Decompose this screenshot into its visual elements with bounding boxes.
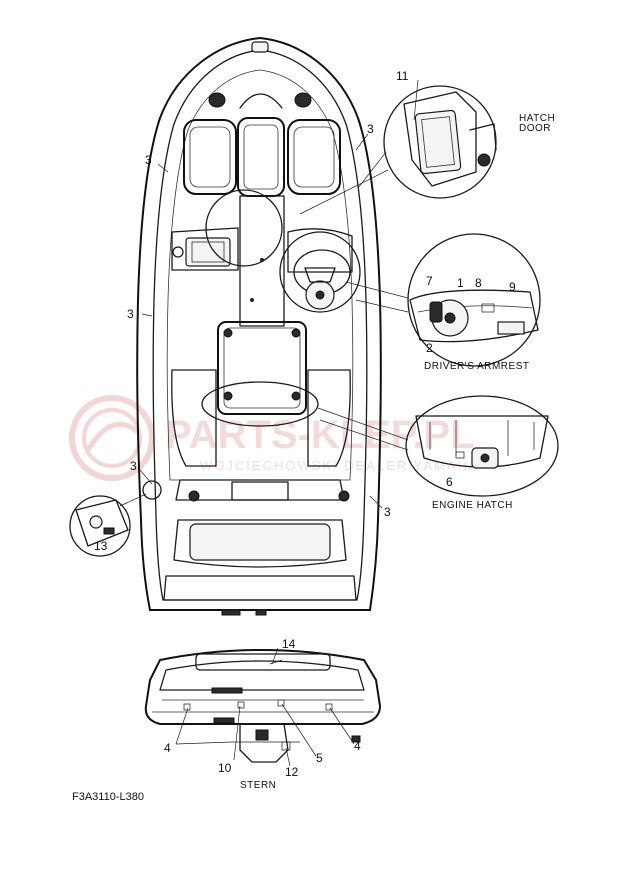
detail-circle-helm (279, 231, 361, 313)
callout-numbers: 3 3 3 3 3 11 7 1 8 9 2 6 13 14 4 4 10 5 … (94, 69, 516, 779)
bow-seat-center (237, 117, 285, 197)
callout-3: 3 (384, 505, 391, 519)
callout-6: 6 (446, 475, 453, 489)
callout-2: 2 (426, 341, 433, 355)
callout-13: 13 (94, 539, 108, 553)
gunwale-inner (152, 49, 368, 601)
bow-cleat (251, 41, 269, 53)
callout-10: 10 (218, 761, 232, 775)
bow-rail (239, 93, 283, 109)
stern-view (144, 649, 382, 767)
callout-7: 7 (426, 274, 433, 288)
boat-top-view (136, 36, 382, 616)
stern-outline (144, 649, 382, 725)
callout-3: 3 (127, 307, 134, 321)
engine-hatch-detail-ellipse (201, 381, 319, 427)
center-walkway (239, 195, 285, 327)
engine-hatch-cover (217, 321, 307, 415)
callout-leaders (139, 133, 383, 665)
inset-detail-13 (69, 493, 147, 557)
callout-9: 9 (509, 280, 516, 294)
helm-console (287, 228, 353, 273)
callout-3: 3 (367, 122, 374, 136)
bow-light-right (294, 92, 312, 108)
callout-5: 5 (316, 751, 323, 765)
callout-4: 4 (164, 741, 171, 755)
bow-light-left (208, 92, 226, 108)
stern-badge (211, 687, 243, 694)
captions: HATCH DOOR DRIVER'S ARMREST ENGINE HATCH… (72, 113, 555, 803)
stern-drive (239, 723, 289, 763)
callout-3: 3 (130, 459, 137, 473)
callout-3: 3 (145, 153, 152, 167)
swim-platform (163, 575, 357, 601)
caption-hatch-door: HATCH (519, 113, 555, 124)
callout-11: 11 (396, 69, 409, 83)
left-glovebox (185, 237, 231, 267)
caption-stern: STERN (240, 780, 276, 791)
inset-hatch-door (299, 79, 497, 215)
stern-top-recess (195, 653, 331, 671)
caption-hatch-door-2: DOOR (519, 123, 551, 134)
rear-seat-right (307, 369, 351, 467)
detail-circle-13-marker (142, 480, 162, 500)
watermark-logo (69, 395, 155, 481)
callout-4: 4 (354, 739, 361, 753)
bow-seat-right (287, 119, 341, 195)
caption-engine-hatch: ENGINE HATCH (432, 500, 513, 511)
sun-pad-panel (189, 523, 331, 561)
hatch-door-panel (414, 109, 462, 175)
inset-engine-hatch (317, 395, 559, 497)
callout-1: 1 (457, 276, 464, 290)
detail-circle-dash (205, 189, 283, 267)
callout-14: 14 (282, 637, 296, 651)
caption-drivers-armrest: DRIVER'S ARMREST (424, 361, 529, 372)
watermark-main: PARTS-KLEP.PL (165, 413, 475, 457)
sun-pad (173, 519, 347, 568)
watermark-sub: WOJCIECHOWSKI DEALER YAMAHA (200, 458, 480, 473)
inset-drivers-armrest (345, 233, 541, 367)
part-code: F3A3110-L380 (72, 791, 144, 803)
transom-deck (175, 479, 345, 501)
callout-8: 8 (475, 276, 482, 290)
callout-12: 12 (285, 765, 299, 779)
left-console (171, 227, 239, 271)
bow-seat-left (183, 119, 237, 195)
rear-seat-left (171, 369, 217, 467)
